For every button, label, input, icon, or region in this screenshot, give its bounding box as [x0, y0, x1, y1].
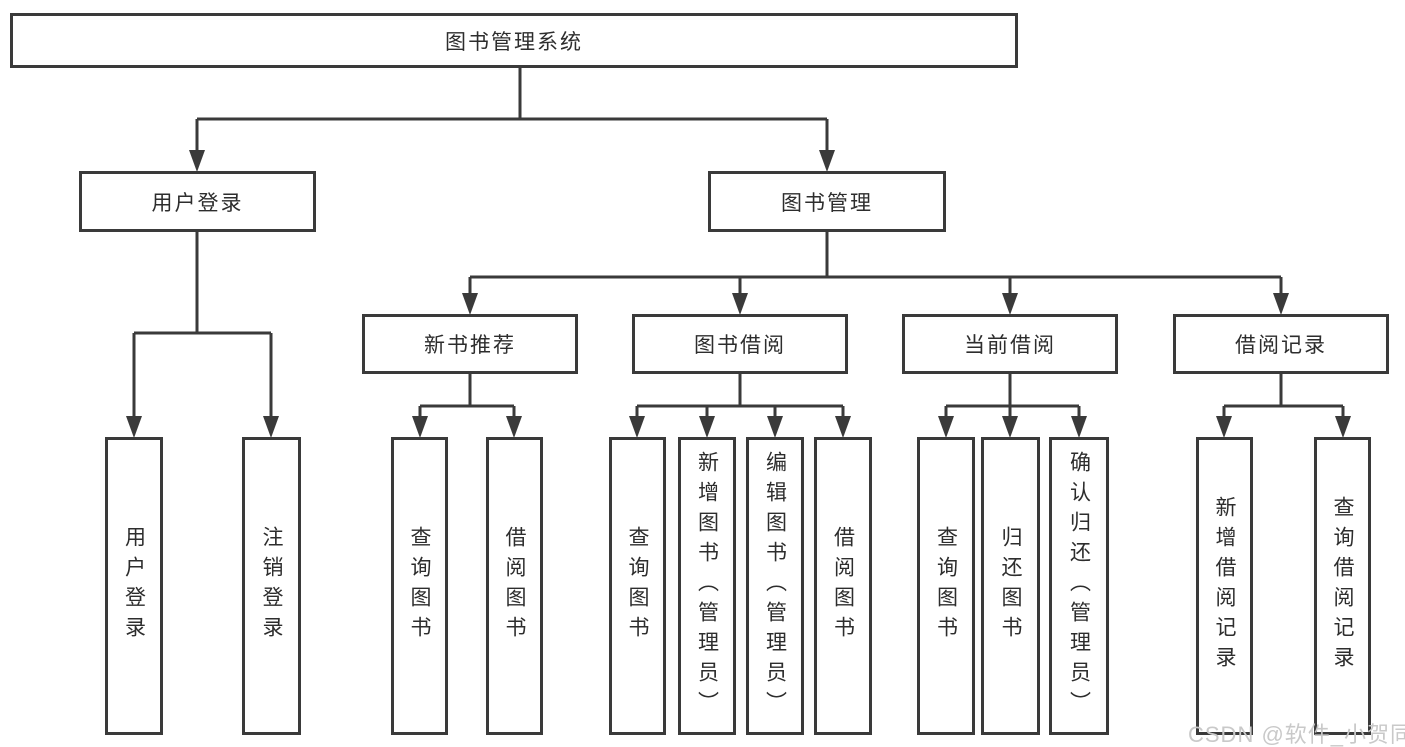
leaf-bb-query-books-label: 查询图书 — [626, 526, 649, 646]
leaf-newrec-borrow-books: 借阅图书 — [486, 437, 543, 735]
node-current-borrow: 当前借阅 — [902, 314, 1118, 374]
arrowhead-icon — [732, 293, 748, 315]
leaf-cb-confirm-return-admin-label: 确认归还（管理员） — [1067, 451, 1091, 721]
arrowhead-icon — [1071, 416, 1087, 438]
leaf-user-login-label: 用户登录 — [122, 526, 146, 646]
connector-book-management — [468, 232, 1283, 298]
arrowhead-icon — [938, 416, 954, 438]
leaf-br-add-record-label: 新增借阅记录 — [1213, 496, 1236, 676]
leaf-cb-return-books-label: 归还图书 — [999, 526, 1022, 646]
leaf-user-login: 用户登录 — [105, 437, 163, 735]
node-new-book-recommend: 新书推荐 — [362, 314, 578, 374]
node-borrow-records: 借阅记录 — [1173, 314, 1389, 374]
connector-root — [195, 68, 829, 155]
arrowhead-icon — [1216, 416, 1232, 438]
watermark: CSDN @软件_小贺同学 — [1188, 722, 1405, 747]
arrowhead-icon — [412, 416, 428, 438]
leaf-cb-query-books: 查询图书 — [917, 437, 975, 735]
leaf-br-add-record: 新增借阅记录 — [1196, 437, 1253, 735]
arrowhead-icon — [126, 416, 142, 438]
connector-borrow-records — [1222, 374, 1345, 421]
node-root-label: 图书管理系统 — [445, 30, 583, 54]
leaf-bb-borrow-books: 借阅图书 — [814, 437, 872, 735]
leaf-logout: 注销登录 — [242, 437, 301, 735]
arrowhead-icon — [1335, 416, 1351, 438]
leaf-bb-edit-books-admin-label: 编辑图书（管理员） — [763, 451, 787, 721]
leaf-bb-borrow-books-label: 借阅图书 — [831, 526, 855, 646]
leaf-newrec-query-books: 查询图书 — [391, 437, 448, 735]
leaf-cb-confirm-return-admin: 确认归还（管理员） — [1049, 437, 1109, 735]
node-new-book-recommend-label: 新书推荐 — [424, 334, 516, 357]
arrowhead-icon — [1002, 416, 1018, 438]
arrowhead-icon — [1273, 293, 1289, 315]
leaf-cb-return-books: 归还图书 — [981, 437, 1040, 735]
leaf-logout-label: 注销登录 — [260, 526, 283, 646]
leaf-cb-query-books-label: 查询图书 — [934, 526, 958, 646]
arrowhead-icon — [1002, 293, 1018, 315]
connector-current-borrow — [944, 374, 1081, 421]
connector-new-book-recommend — [418, 374, 516, 421]
arrowhead-icon — [462, 293, 478, 315]
arrowhead-icon — [819, 150, 835, 172]
leaf-bb-add-books-admin: 新增图书（管理员） — [678, 437, 736, 735]
arrowhead-icon — [506, 416, 522, 438]
connector-book-borrow — [635, 374, 845, 421]
leaf-newrec-borrow-books-label: 借阅图书 — [503, 526, 526, 646]
arrowhead-icon — [189, 150, 205, 172]
node-user-login: 用户登录 — [79, 171, 316, 232]
node-book-borrow: 图书借阅 — [632, 314, 848, 374]
arrowhead-icon — [835, 416, 851, 438]
leaf-bb-query-books: 查询图书 — [609, 437, 666, 735]
leaf-newrec-query-books-label: 查询图书 — [408, 526, 431, 646]
node-book-management: 图书管理 — [708, 171, 946, 232]
node-book-borrow-label: 图书借阅 — [694, 334, 786, 357]
connector-user-login — [132, 232, 273, 421]
arrowhead-icon — [629, 416, 645, 438]
leaf-br-query-record-label: 查询借阅记录 — [1331, 496, 1354, 676]
node-borrow-records-label: 借阅记录 — [1235, 334, 1327, 357]
leaf-bb-add-books-admin-label: 新增图书（管理员） — [695, 451, 719, 721]
arrowhead-icon — [699, 416, 715, 438]
arrowhead-icon — [263, 416, 279, 438]
node-current-borrow-label: 当前借阅 — [964, 334, 1056, 357]
node-user-login-label: 用户登录 — [151, 191, 244, 215]
node-root: 图书管理系统 — [10, 13, 1018, 68]
arrowhead-icon — [767, 416, 783, 438]
leaf-br-query-record: 查询借阅记录 — [1314, 437, 1371, 735]
node-book-management-label: 图书管理 — [781, 191, 873, 215]
leaf-bb-edit-books-admin: 编辑图书（管理员） — [746, 437, 804, 735]
